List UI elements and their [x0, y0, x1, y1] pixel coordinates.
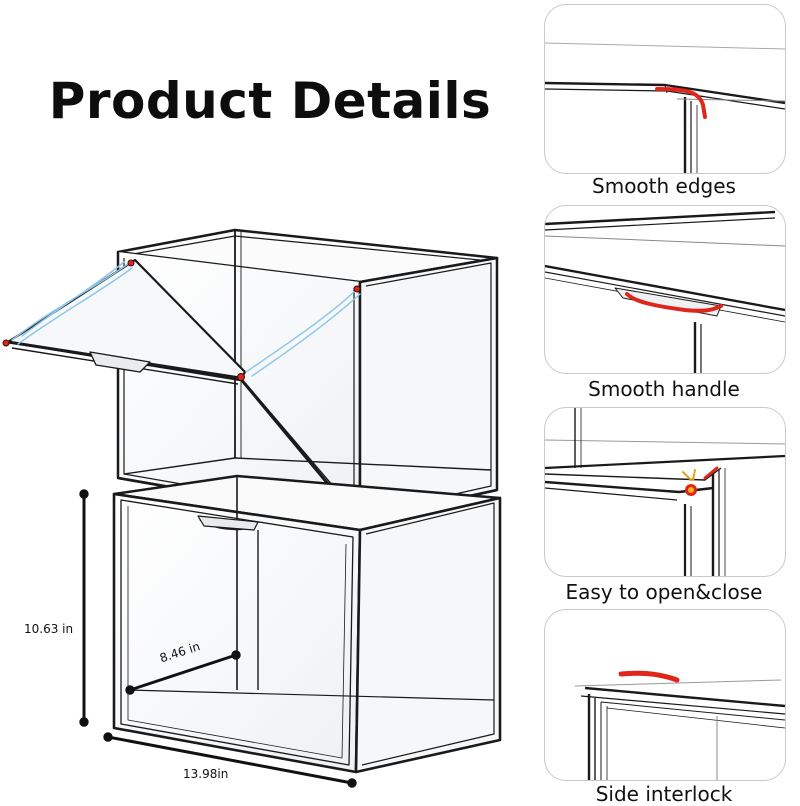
page-title: Product Details: [48, 72, 492, 130]
easy-open-close-detail: [545, 408, 785, 576]
feature-label-side-interlock: Side interlock: [595, 782, 733, 806]
feature-panel-easy-open-close: [544, 407, 786, 577]
feature-panel-side-interlock: [544, 609, 786, 781]
motion-lines: [11, 261, 361, 377]
smooth-edges-detail: [545, 42, 785, 173]
width-dimension-label: 13.98in: [183, 767, 229, 781]
bottom-box: [112, 474, 502, 774]
dimension-lines: [79, 489, 357, 788]
smooth-handle-detail: [545, 210, 785, 373]
feature-panel-smooth-handle: [544, 205, 786, 374]
feature-label-easy-open-close: Easy to open&close: [565, 580, 763, 604]
feature-label-smooth-handle: Smooth handle: [588, 377, 740, 401]
top-box: [116, 228, 499, 522]
feature-panel-smooth-edges: [544, 4, 786, 174]
feature-label-smooth-edges: Smooth edges: [592, 174, 736, 198]
shoe-box-illustration: [2, 228, 502, 788]
side-interlock-detail: [574, 670, 785, 780]
height-dimension-label: 10.63 in: [24, 622, 74, 636]
hinge-markers: [2, 259, 361, 381]
